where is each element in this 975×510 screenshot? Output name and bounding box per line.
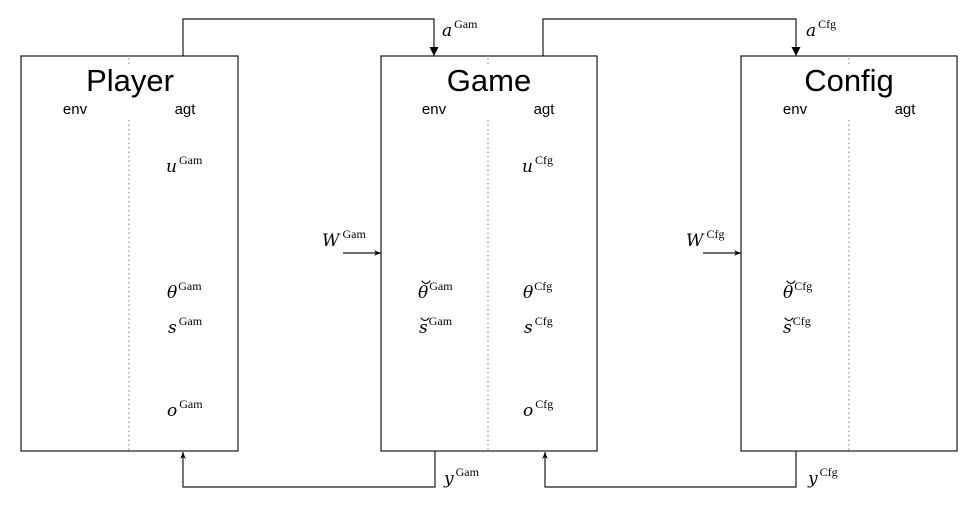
block-title: Config <box>804 63 894 98</box>
var-superscript: Gam <box>429 279 453 293</box>
label-superscript: Cfg <box>818 17 836 31</box>
var-theta-breve-cfg: θCfg <box>783 279 812 303</box>
var-base: o <box>523 401 533 421</box>
wire-y-cfg <box>542 451 797 488</box>
label-superscript: Gam <box>454 17 478 31</box>
var-superscript: Gam <box>179 314 203 328</box>
var-superscript: Cfg <box>794 279 812 293</box>
var-s-breve-gam: sGam <box>419 314 453 338</box>
label-superscript: Cfg <box>706 227 724 241</box>
var-superscript: Cfg <box>534 279 552 293</box>
column-label-agt: agt <box>175 101 197 118</box>
label-superscript: Gam <box>342 227 366 241</box>
breve-accent-icon: ˘ <box>784 317 794 322</box>
block-title: Player <box>86 63 174 98</box>
label-base: W <box>322 231 341 251</box>
label-base: a <box>442 21 452 41</box>
breve-accent-icon: ˘ <box>420 317 430 322</box>
column-label-env: env <box>63 101 88 118</box>
var-s-breve-cfg: sCfg <box>783 314 811 338</box>
var-superscript: Gam <box>179 153 203 167</box>
var-superscript: Gam <box>178 279 202 293</box>
wire-a-gam <box>182 18 439 56</box>
block-config-frame <box>740 55 958 452</box>
var-base: o <box>167 401 177 421</box>
var-base: θ <box>523 283 533 303</box>
label-base: a <box>806 21 816 41</box>
wire-a-cfg <box>542 18 801 56</box>
label-superscript: Gam <box>456 465 480 479</box>
var-base: s <box>524 318 533 338</box>
block-game-frame <box>380 55 598 452</box>
block-config: Config env agt ˘ θCfg ˘ sCfg <box>740 55 958 452</box>
var-base: u <box>522 157 533 177</box>
var-base: u <box>166 157 177 177</box>
var-superscript: Cfg <box>535 314 553 328</box>
label-superscript: Cfg <box>820 465 838 479</box>
label-base: y <box>443 469 454 489</box>
var-base: s <box>168 318 177 338</box>
column-label-agt: agt <box>895 101 917 118</box>
column-label-env: env <box>783 101 808 118</box>
var-base: θ <box>418 283 428 303</box>
var-base: s <box>419 318 428 338</box>
var-superscript: Cfg <box>535 153 553 167</box>
var-superscript: Cfg <box>535 397 553 411</box>
block-player-frame <box>20 55 239 452</box>
var-superscript: Gam <box>179 397 203 411</box>
column-label-env: env <box>422 101 447 118</box>
wire-y-gam <box>180 451 436 488</box>
breve-accent-icon: ˘ <box>421 280 431 285</box>
column-label-agt: agt <box>534 101 556 118</box>
var-superscript: Cfg <box>793 314 811 328</box>
var-theta-gam: θGam <box>167 279 202 303</box>
label-base: y <box>807 469 818 489</box>
var-superscript: Gam <box>429 314 453 328</box>
var-base: θ <box>783 283 793 303</box>
label-base: W <box>686 231 705 251</box>
block-title: Game <box>447 63 531 98</box>
var-base: θ <box>167 283 177 303</box>
var-base: s <box>783 318 792 338</box>
var-theta-cfg: θCfg <box>523 279 552 303</box>
breve-accent-icon: ˘ <box>786 280 796 285</box>
var-theta-breve-gam: θGam <box>418 279 453 303</box>
